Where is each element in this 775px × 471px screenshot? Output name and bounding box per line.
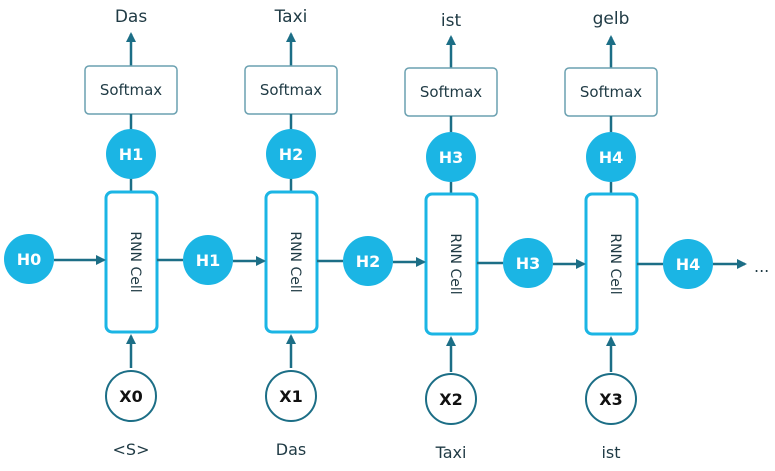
hidden-state-node — [586, 132, 636, 182]
hidden-state-label: H4 — [599, 148, 624, 167]
hidden-state-label: H4 — [676, 255, 701, 274]
timestep-2: ist Softmax H3 RNN Cell X2 Taxi — [404, 11, 498, 462]
input-node — [425, 373, 477, 425]
hidden-state-node — [4, 234, 54, 284]
hidden-state-label: H2 — [356, 252, 381, 271]
softmax-label: Softmax — [100, 81, 162, 99]
output-token: gelb — [593, 9, 630, 29]
timestep-3: gelb Softmax H4 RNN Cell X3 ist — [564, 9, 658, 462]
input-label: X1 — [279, 387, 302, 406]
rnn-cell-label: RNN Cell — [607, 233, 623, 294]
output-token: ist — [441, 11, 462, 31]
hidden-state-node — [663, 239, 713, 289]
hidden-state-node — [106, 129, 156, 179]
hidden-state-label: H1 — [119, 145, 144, 164]
hidden-state-node — [503, 238, 553, 288]
timestep-1: Taxi Softmax H2 RNN Cell X1 Das — [244, 7, 338, 459]
hidden-state-chain: H0 H1 H2 H3 H4 ... — [4, 234, 769, 289]
input-node — [105, 370, 157, 422]
hidden-state-node — [343, 236, 393, 286]
input-label: X0 — [119, 387, 142, 406]
rnn-cell-label: RNN Cell — [447, 233, 463, 294]
hidden-state-label: H3 — [439, 148, 464, 167]
input-label: X3 — [599, 390, 622, 409]
hidden-state-node — [426, 132, 476, 182]
output-token: Das — [115, 7, 148, 27]
timestep-0: Das Softmax H1 RNN Cell X0 <S> — [84, 7, 178, 459]
hidden-state-label: H3 — [516, 254, 541, 273]
input-label: X2 — [439, 390, 462, 409]
hidden-state-label: H1 — [196, 251, 221, 270]
rnn-cell — [104, 190, 159, 334]
softmax-label: Softmax — [420, 83, 482, 101]
input-node — [265, 370, 317, 422]
continuation-ellipsis: ... — [754, 257, 769, 276]
softmax-label: Softmax — [580, 83, 642, 101]
input-token: ist — [601, 443, 620, 462]
input-node — [585, 373, 637, 425]
hidden-state-node — [183, 235, 233, 285]
input-token: Das — [276, 440, 306, 459]
softmax-label: Softmax — [260, 81, 322, 99]
rnn-cell-label: RNN Cell — [127, 231, 143, 292]
output-token: Taxi — [274, 7, 308, 27]
input-token: <S> — [113, 440, 150, 459]
hidden-state-label: H2 — [279, 145, 304, 164]
hidden-state-label: H0 — [17, 250, 42, 269]
input-token: Taxi — [435, 443, 467, 462]
hidden-state-node — [266, 129, 316, 179]
rnn-cell-label: RNN Cell — [287, 231, 303, 292]
